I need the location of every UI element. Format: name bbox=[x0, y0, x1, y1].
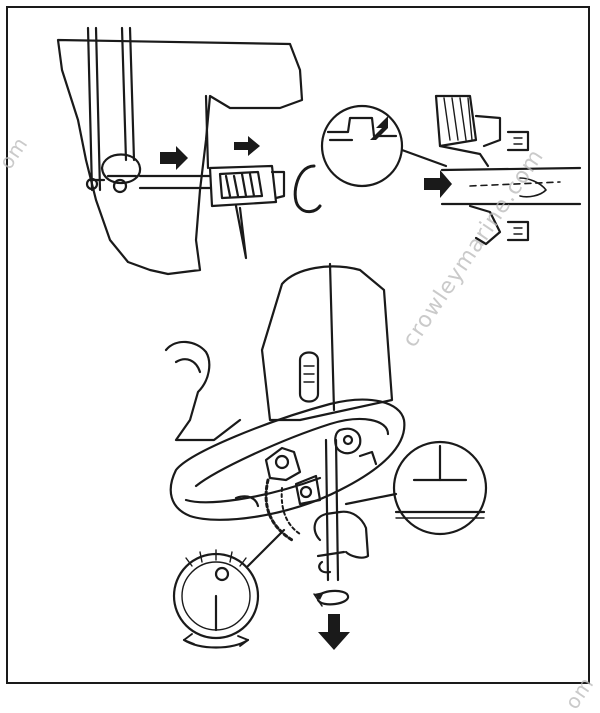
down-arrow-icon bbox=[318, 614, 350, 650]
right-arrow-icon bbox=[160, 146, 188, 170]
illustration-frame bbox=[6, 6, 590, 684]
dial-gauge-icon bbox=[172, 528, 286, 649]
gearcase-housing-top bbox=[56, 26, 322, 276]
lower-unit-service-illustration bbox=[56, 26, 582, 650]
detail-circle-bottom bbox=[344, 440, 488, 536]
lower-unit-body bbox=[164, 262, 406, 521]
detail-circle-top bbox=[320, 104, 448, 188]
drive-shaft-tool bbox=[264, 438, 370, 582]
right-arrow-icon bbox=[424, 170, 452, 198]
right-arrow-icon bbox=[234, 136, 260, 156]
bearing-section-right bbox=[434, 94, 582, 246]
down-left-arrow-icon bbox=[370, 116, 388, 140]
rotate-icon bbox=[313, 589, 350, 607]
